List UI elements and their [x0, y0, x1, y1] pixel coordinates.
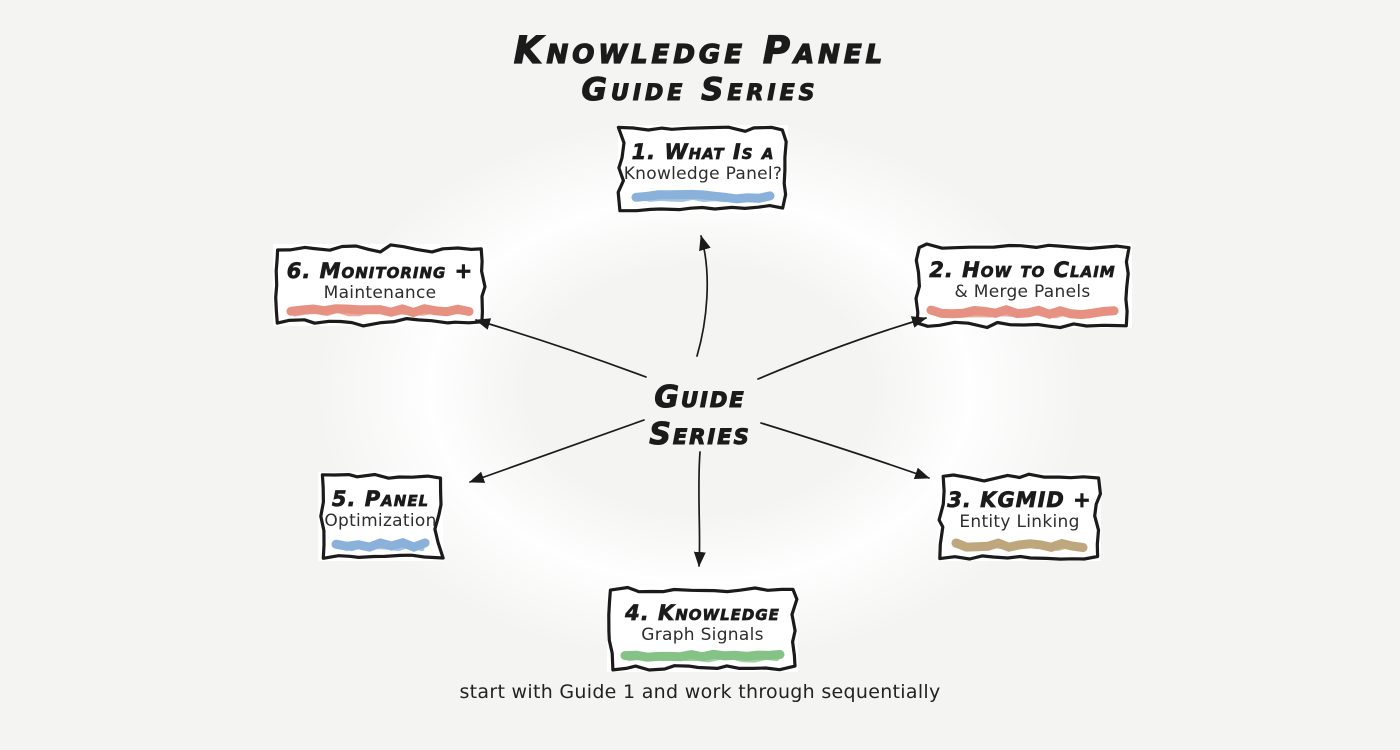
title-line-1: Knowledge Panel: [513, 29, 887, 72]
guide-node-subtitle: Maintenance: [323, 283, 437, 303]
guide-node-title: 2. How to Claim: [929, 258, 1116, 283]
hub-label-line-1: Guide: [654, 379, 746, 415]
guide-node-title: 6. Monitoring +: [286, 259, 474, 284]
arrow-hub-to-guide-4: [693, 451, 706, 567]
hub-label-line-2: Series: [649, 416, 751, 452]
guide-node-title: 3. KGMID +: [947, 488, 1092, 513]
guide-node-subtitle: Graph Signals: [641, 625, 764, 645]
accent-underline-texture: [957, 542, 1083, 552]
guide-node-subtitle: & Merge Panels: [954, 282, 1091, 302]
accent-underline: [631, 189, 775, 204]
accent-underline: [926, 304, 1119, 320]
guide-node-6: 6. Monitoring + Maintenance: [273, 243, 487, 328]
guide-node-4: 4. Knowledge Graph Signals: [607, 585, 799, 672]
diagram-title: Knowledge Panel Guide Series: [0, 29, 1400, 108]
arrow-hub-to-guide-1: [696, 235, 711, 357]
guide-node-title: 5. Panel: [331, 487, 430, 512]
accent-underline-texture: [337, 542, 425, 552]
title-line-2: Guide Series: [581, 71, 819, 108]
arrow-hub-to-guide-5: [469, 419, 645, 483]
guide-node-subtitle: Optimization: [324, 511, 437, 531]
guide-node-title: 4. Knowledge: [625, 601, 780, 626]
accent-underline: [620, 649, 785, 662]
hub-label: Guide Series: [649, 379, 750, 453]
arrow-hub-to-guide-3: [760, 422, 930, 480]
accent-underline: [286, 304, 474, 318]
arrow-hub-to-guide-6: [475, 318, 647, 378]
guide-node-1: 1. What Is a Knowledge Panel?: [616, 125, 788, 213]
arrow-hub-to-guide-2: [757, 316, 927, 380]
accent-underline: [331, 537, 430, 552]
footer-note: start with Guide 1 and work through sequ…: [459, 681, 941, 703]
guide-node-3: 3. KGMID + Entity Linking: [937, 472, 1102, 561]
accent-underline-texture: [292, 307, 469, 317]
guide-node-5: 5. Panel Optimization: [318, 472, 445, 561]
guide-node-subtitle: Entity Linking: [959, 512, 1080, 532]
guide-node-title: 1. What Is a: [631, 140, 775, 165]
accent-underline: [951, 538, 1088, 552]
guide-node-2: 2. How to Claim & Merge Panels: [913, 242, 1132, 330]
accent-underline-texture: [932, 309, 1114, 319]
accent-underline-texture: [637, 194, 770, 203]
accent-underline-texture: [626, 654, 780, 663]
guide-node-subtitle: Knowledge Panel?: [623, 164, 783, 184]
